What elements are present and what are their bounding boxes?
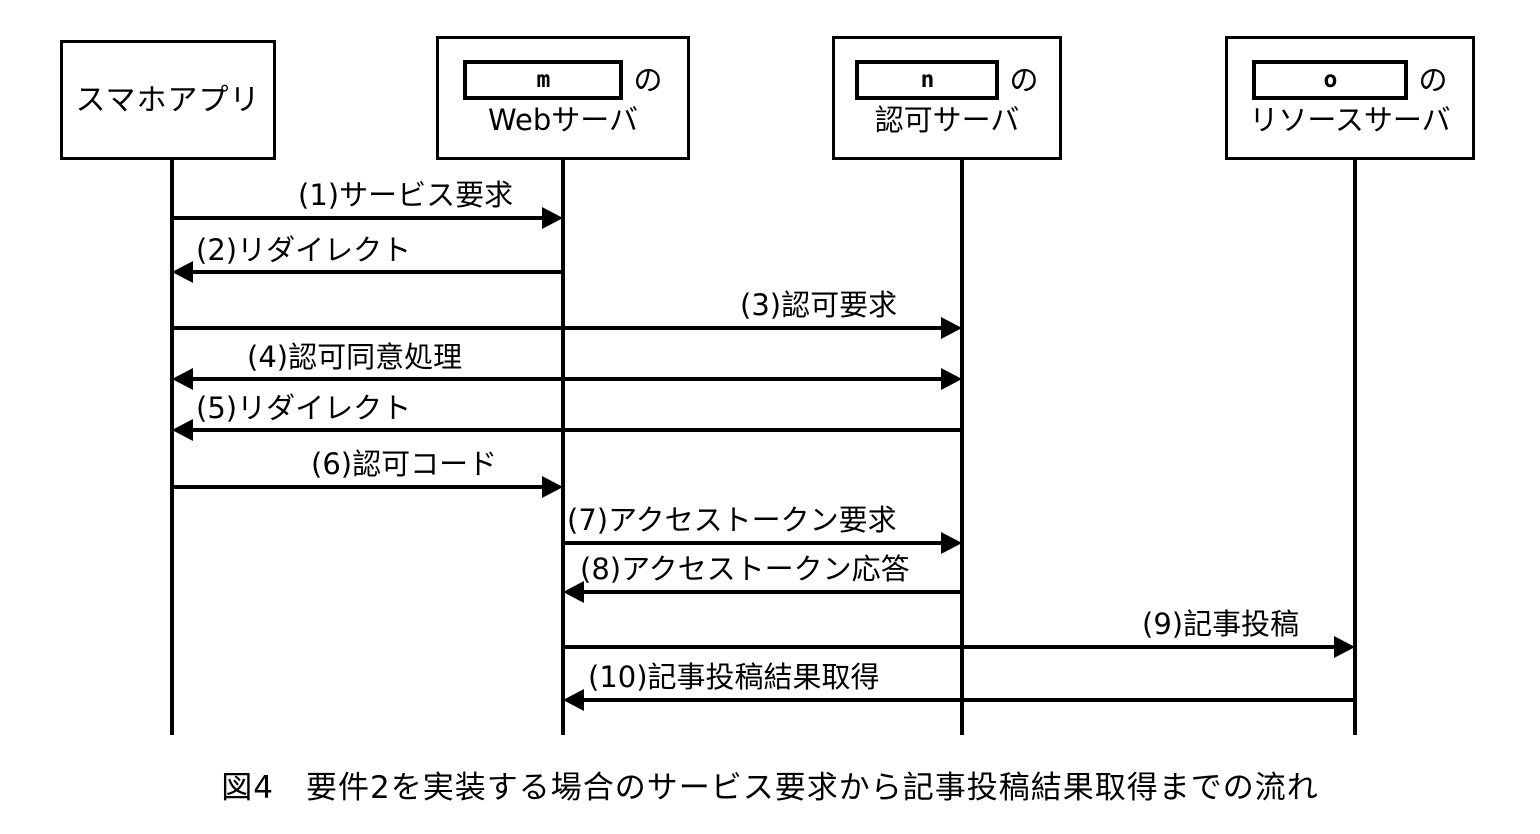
message-label-8: (8)アクセストークン応答 (580, 552, 910, 586)
message-line-8 (584, 590, 962, 594)
arrow-head-right-3 (941, 317, 962, 339)
message-label-1: (1)サービス要求 (298, 178, 514, 212)
message-line-2 (193, 270, 563, 274)
message-line-4 (193, 377, 941, 381)
message-line-5 (193, 428, 962, 432)
blank-row-authorization-server: n の (835, 60, 1059, 101)
message-line-6 (172, 485, 542, 489)
message-line-10 (584, 698, 1355, 702)
message-label-7: (7)アクセストークン要求 (567, 503, 897, 537)
blank-answer-box-m: m (463, 60, 624, 101)
lifeline-authorization-server (960, 160, 964, 735)
blank-row-web-server: m の (439, 60, 687, 101)
arrow-head-left-10 (563, 689, 584, 711)
lifeline-web-server (561, 160, 565, 735)
participant-label-web-server: Webサーバ (488, 103, 638, 138)
message-label-5: (5)リダイレクト (196, 391, 412, 425)
arrow-head-right-4 (941, 368, 962, 390)
message-line-9 (563, 645, 1334, 649)
arrow-head-left-5 (172, 419, 193, 441)
blank-row-resource-server: o の (1228, 60, 1472, 101)
message-label-2: (2)リダイレクト (196, 233, 412, 267)
figure-caption: 図4 要件2を実装する場合のサービス要求から記事投稿結果取得までの流れ (221, 770, 1319, 806)
message-line-7 (563, 541, 941, 545)
arrow-head-right-1 (542, 207, 563, 229)
particle-no-authorization-server: の (1009, 62, 1039, 97)
message-label-4: (4)認可同意処理 (247, 340, 463, 374)
message-label-3: (3)認可要求 (740, 288, 898, 322)
participant-box-smartphone-app: スマホアプリ (60, 40, 276, 160)
arrow-head-right-9 (1334, 636, 1355, 658)
arrow-head-left-8 (563, 581, 584, 603)
participant-label-smartphone-app: スマホアプリ (75, 82, 261, 118)
participant-box-resource-server: o の リソースサーバ (1225, 36, 1475, 160)
participant-box-authorization-server: n の 認可サーバ (832, 36, 1062, 160)
participant-label-resource-server: リソースサーバ (1249, 103, 1451, 138)
participant-box-web-server: m の Webサーバ (436, 36, 690, 160)
message-line-1 (172, 216, 542, 220)
lifeline-resource-server (1353, 160, 1357, 735)
message-label-10: (10)記事投稿結果取得 (588, 660, 880, 694)
arrow-head-right-7 (941, 532, 962, 554)
message-label-9: (9)記事投稿 (1142, 607, 1300, 641)
message-label-6: (6)認可コード (311, 447, 498, 481)
message-line-3 (172, 326, 941, 330)
particle-no-resource-server: の (1418, 62, 1448, 97)
blank-answer-box-n: n (855, 60, 1000, 101)
arrow-head-right-6 (542, 476, 563, 498)
participant-label-authorization-server: 認可サーバ (874, 103, 1020, 138)
arrow-head-left-4 (172, 368, 193, 390)
particle-no-web-server: の (633, 62, 663, 97)
arrow-head-left-2 (172, 261, 193, 283)
blank-answer-box-o: o (1252, 60, 1409, 101)
lifeline-smartphone-app (170, 160, 174, 735)
